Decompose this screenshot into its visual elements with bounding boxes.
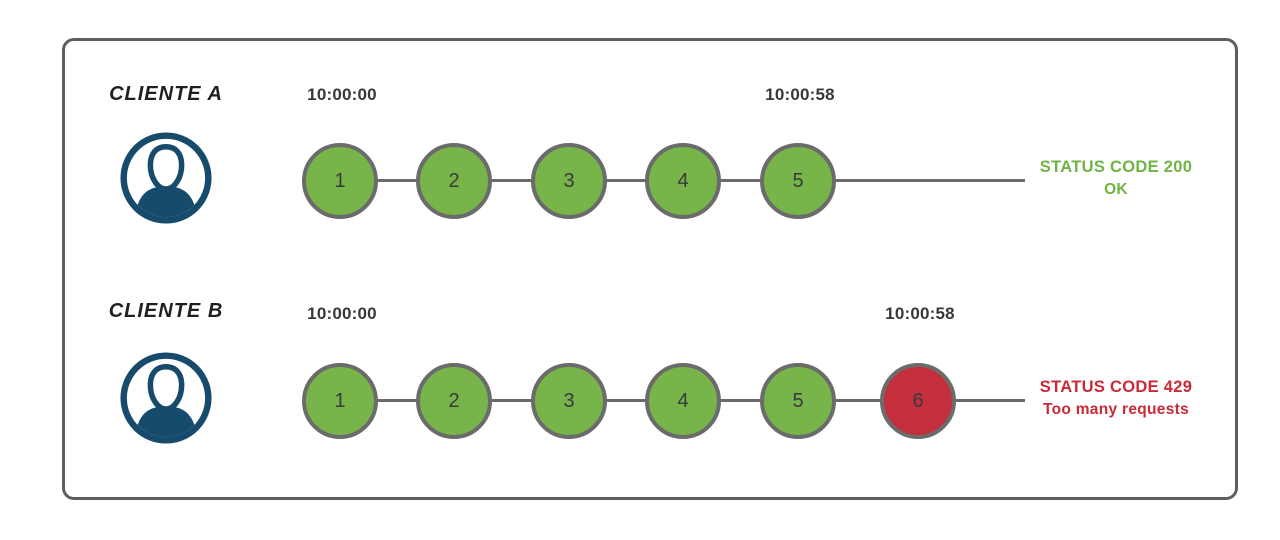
client-b-label: CLIENTE B (108, 300, 224, 322)
status-message-line: Too many requests (1042, 401, 1190, 418)
end-timestamp: 10:00:58 (885, 304, 955, 323)
request-node-4: 4 (645, 363, 721, 439)
client-a-label: CLIENTE A (109, 83, 223, 105)
request-node-4: 4 (645, 143, 721, 219)
request-node-2: 2 (416, 143, 492, 219)
status-text-success: STATUS CODE 200 OK (1002, 156, 1230, 200)
request-node-5: 5 (760, 363, 836, 439)
request-node-3: 3 (531, 143, 607, 219)
start-timestamp: 10:00:00 (307, 304, 377, 323)
status-code-line: STATUS CODE 200 (1039, 158, 1193, 176)
status-message-line: OK (1104, 181, 1128, 198)
request-node-1: 1 (302, 363, 378, 439)
status-text-error: STATUS CODE 429 Too many requests (1002, 376, 1230, 420)
diagram-frame (62, 38, 1238, 500)
start-timestamp: 10:00:00 (307, 85, 377, 104)
user-avatar-icon (120, 132, 212, 224)
request-node-2: 2 (416, 363, 492, 439)
request-node-5: 5 (760, 143, 836, 219)
user-avatar-icon (120, 352, 212, 444)
request-node-3: 3 (531, 363, 607, 439)
request-node-6-rejected: 6 (880, 363, 956, 439)
status-code-line: STATUS CODE 429 (1039, 378, 1193, 396)
request-node-1: 1 (302, 143, 378, 219)
end-timestamp: 10:00:58 (765, 85, 835, 104)
